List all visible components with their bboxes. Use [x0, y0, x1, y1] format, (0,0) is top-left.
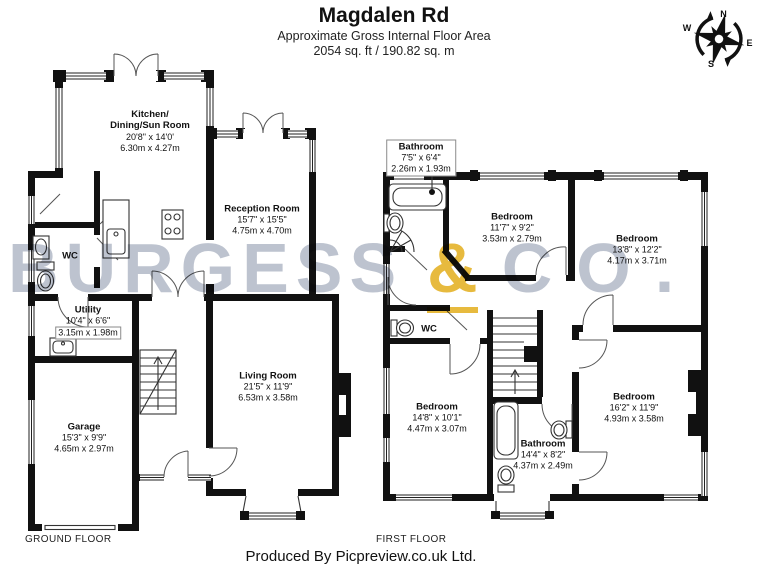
room-dim-metric: 4.47m x 3.07m: [407, 423, 467, 434]
room-dim-imperial: 10'4" x 6'6": [65, 315, 111, 326]
room-name: Bedroom: [616, 233, 658, 245]
header-subtitle: Approximate Gross Internal Floor Area: [277, 29, 491, 43]
room-label-garage: Garage 15'3" x 9'9" 4.65m x 2.97m: [54, 422, 114, 455]
room-label-reception: Reception Room 15'7" x 15'5" 4.75m x 4.7…: [224, 204, 299, 237]
stove-icon: [161, 209, 184, 240]
room-dim-imperial: 16'2" x 11'9": [609, 402, 659, 413]
room-dim-metric: 6.30m x 4.27m: [120, 142, 180, 153]
wc-toilet-icon: [36, 261, 55, 292]
watermark: BURGESS&CO.: [8, 229, 698, 313]
room-dim-imperial: 15'3" x 9'9": [61, 432, 107, 443]
corner-shower-icon: [389, 227, 415, 253]
watermark-ampersand: &: [427, 229, 478, 313]
page-title: Magdalen Rd: [318, 4, 450, 27]
back-bathtub-icon: [493, 401, 519, 460]
room-name: Utility: [74, 304, 102, 316]
compass-south-label: S: [708, 59, 714, 69]
room-label-kitchen: Kitchen/ Dining/Sun Room 20'8" x 14'0' 6…: [110, 109, 190, 153]
ground-floor-plan: [28, 53, 351, 531]
room-label-wc-ground: WC: [62, 250, 78, 261]
room-label-living: Living Room 21'5" x 11'9" 6.53m x 3.58m: [238, 371, 298, 404]
wc-sink-icon: [32, 235, 50, 260]
room-label-utility: Utility 10'4" x 6'6" 3.15m x 1.98m: [55, 305, 121, 340]
room-name: Garage: [67, 421, 101, 433]
header: Magdalen Rd Approximate Gross Internal F…: [0, 4, 768, 58]
room-dim-imperial: 20'8" x 14'0': [126, 131, 174, 142]
windows: [28, 72, 316, 481]
room-name: Bedroom: [491, 211, 533, 223]
watermark-word2: CO.: [501, 229, 699, 307]
bathroom-sink-icon: [383, 212, 404, 234]
room-name: Reception Room: [224, 203, 300, 215]
ground-floor-title: GROUND FLOOR: [25, 534, 112, 545]
bathtub-icon: [388, 183, 447, 211]
wall-openings: [444, 275, 613, 501]
room-dim-metric: 3.15m x 1.98m: [55, 326, 121, 340]
room-label-bedroom-right: Bedroom 13'8" x 12'2" 4.17m x 3.71m: [607, 234, 667, 267]
bay-window: [240, 495, 305, 520]
room-label-bedroom-back-left: Bedroom 14'8" x 10'1" 4.47m x 3.07m: [407, 402, 467, 435]
back-toilet-icon: [497, 465, 515, 493]
back-sink-icon: [550, 420, 573, 440]
room-dim-imperial: 15'7" x 15'5": [237, 214, 287, 225]
room-name: WC: [421, 323, 437, 335]
doors: [387, 246, 614, 481]
room-dim-imperial: 21'5" x 11'9": [243, 381, 293, 392]
compass-rose: N E S W: [683, 9, 753, 69]
compass-north-label: N: [720, 9, 727, 19]
room-dim-imperial: 13'8" x 12'2": [612, 244, 662, 255]
room-label-wc-first: WC: [421, 323, 437, 334]
kitchen-island-icon: [102, 199, 130, 259]
stairs-icon: [493, 317, 537, 394]
room-dim-metric: 4.65m x 2.97m: [54, 443, 114, 454]
room-dim-imperial: 7'5" x 6'4": [401, 152, 441, 163]
room-name: Bathroom: [398, 141, 444, 153]
bathroom-label-leader: [429, 174, 435, 195]
room-label-bathroom-front: Bathroom 7'5" x 6'4" 2.26m x 1.93m: [386, 139, 456, 177]
room-label-bathroom-back: Bathroom 14'4" x 8'2" 4.37m x 2.49m: [513, 439, 573, 472]
compass-east-label: E: [746, 38, 752, 48]
room-dim-metric: 2.26m x 1.93m: [391, 163, 451, 174]
header-area: 2054 sq. ft / 190.82 sq. m: [313, 44, 455, 58]
room-dim-metric: 4.17m x 3.71m: [607, 255, 667, 266]
footer-credit: Produced By Picpreview.co.uk Ltd.: [245, 548, 477, 565]
stairs-icon: [139, 349, 177, 415]
utility-sink-icon: [49, 337, 77, 357]
room-name: Bathroom: [520, 438, 566, 450]
first-floor-plan: [383, 170, 708, 520]
room-name: WC: [62, 250, 78, 262]
room-dim-metric: 3.53m x 2.79m: [482, 233, 542, 244]
room-dim-metric: 4.75m x 4.70m: [232, 225, 292, 236]
room-dim-metric: 4.37m x 2.49m: [513, 460, 573, 471]
first-floor-title: FIRST FLOOR: [376, 534, 447, 545]
room-dim-imperial: 11'7" x 9'2": [490, 222, 534, 233]
room-name: Living Room: [239, 370, 297, 382]
room-dim-metric: 6.53m x 3.58m: [238, 392, 298, 403]
compass-west-label: W: [683, 23, 692, 33]
room-name: Bedroom: [613, 391, 655, 403]
room-dim-metric: 4.93m x 3.58m: [604, 413, 664, 424]
room-dim-imperial: 14'4" x 8'2": [520, 449, 566, 460]
room-name: Kitchen/ Dining/Sun Room: [110, 108, 190, 132]
room-dim-imperial: 14'8" x 10'1": [412, 412, 462, 423]
room-name: Bedroom: [416, 401, 458, 413]
room-label-bedroom-back-right: Bedroom 16'2" x 11'9" 4.93m x 3.58m: [604, 392, 664, 425]
room-label-bedroom-front: Bedroom 11'7" x 9'2" 3.53m x 2.79m: [482, 212, 542, 245]
wc-toilet-icon: [390, 319, 415, 337]
watermark-word1: BURGESS: [8, 229, 404, 307]
porch-bay: [491, 501, 554, 520]
